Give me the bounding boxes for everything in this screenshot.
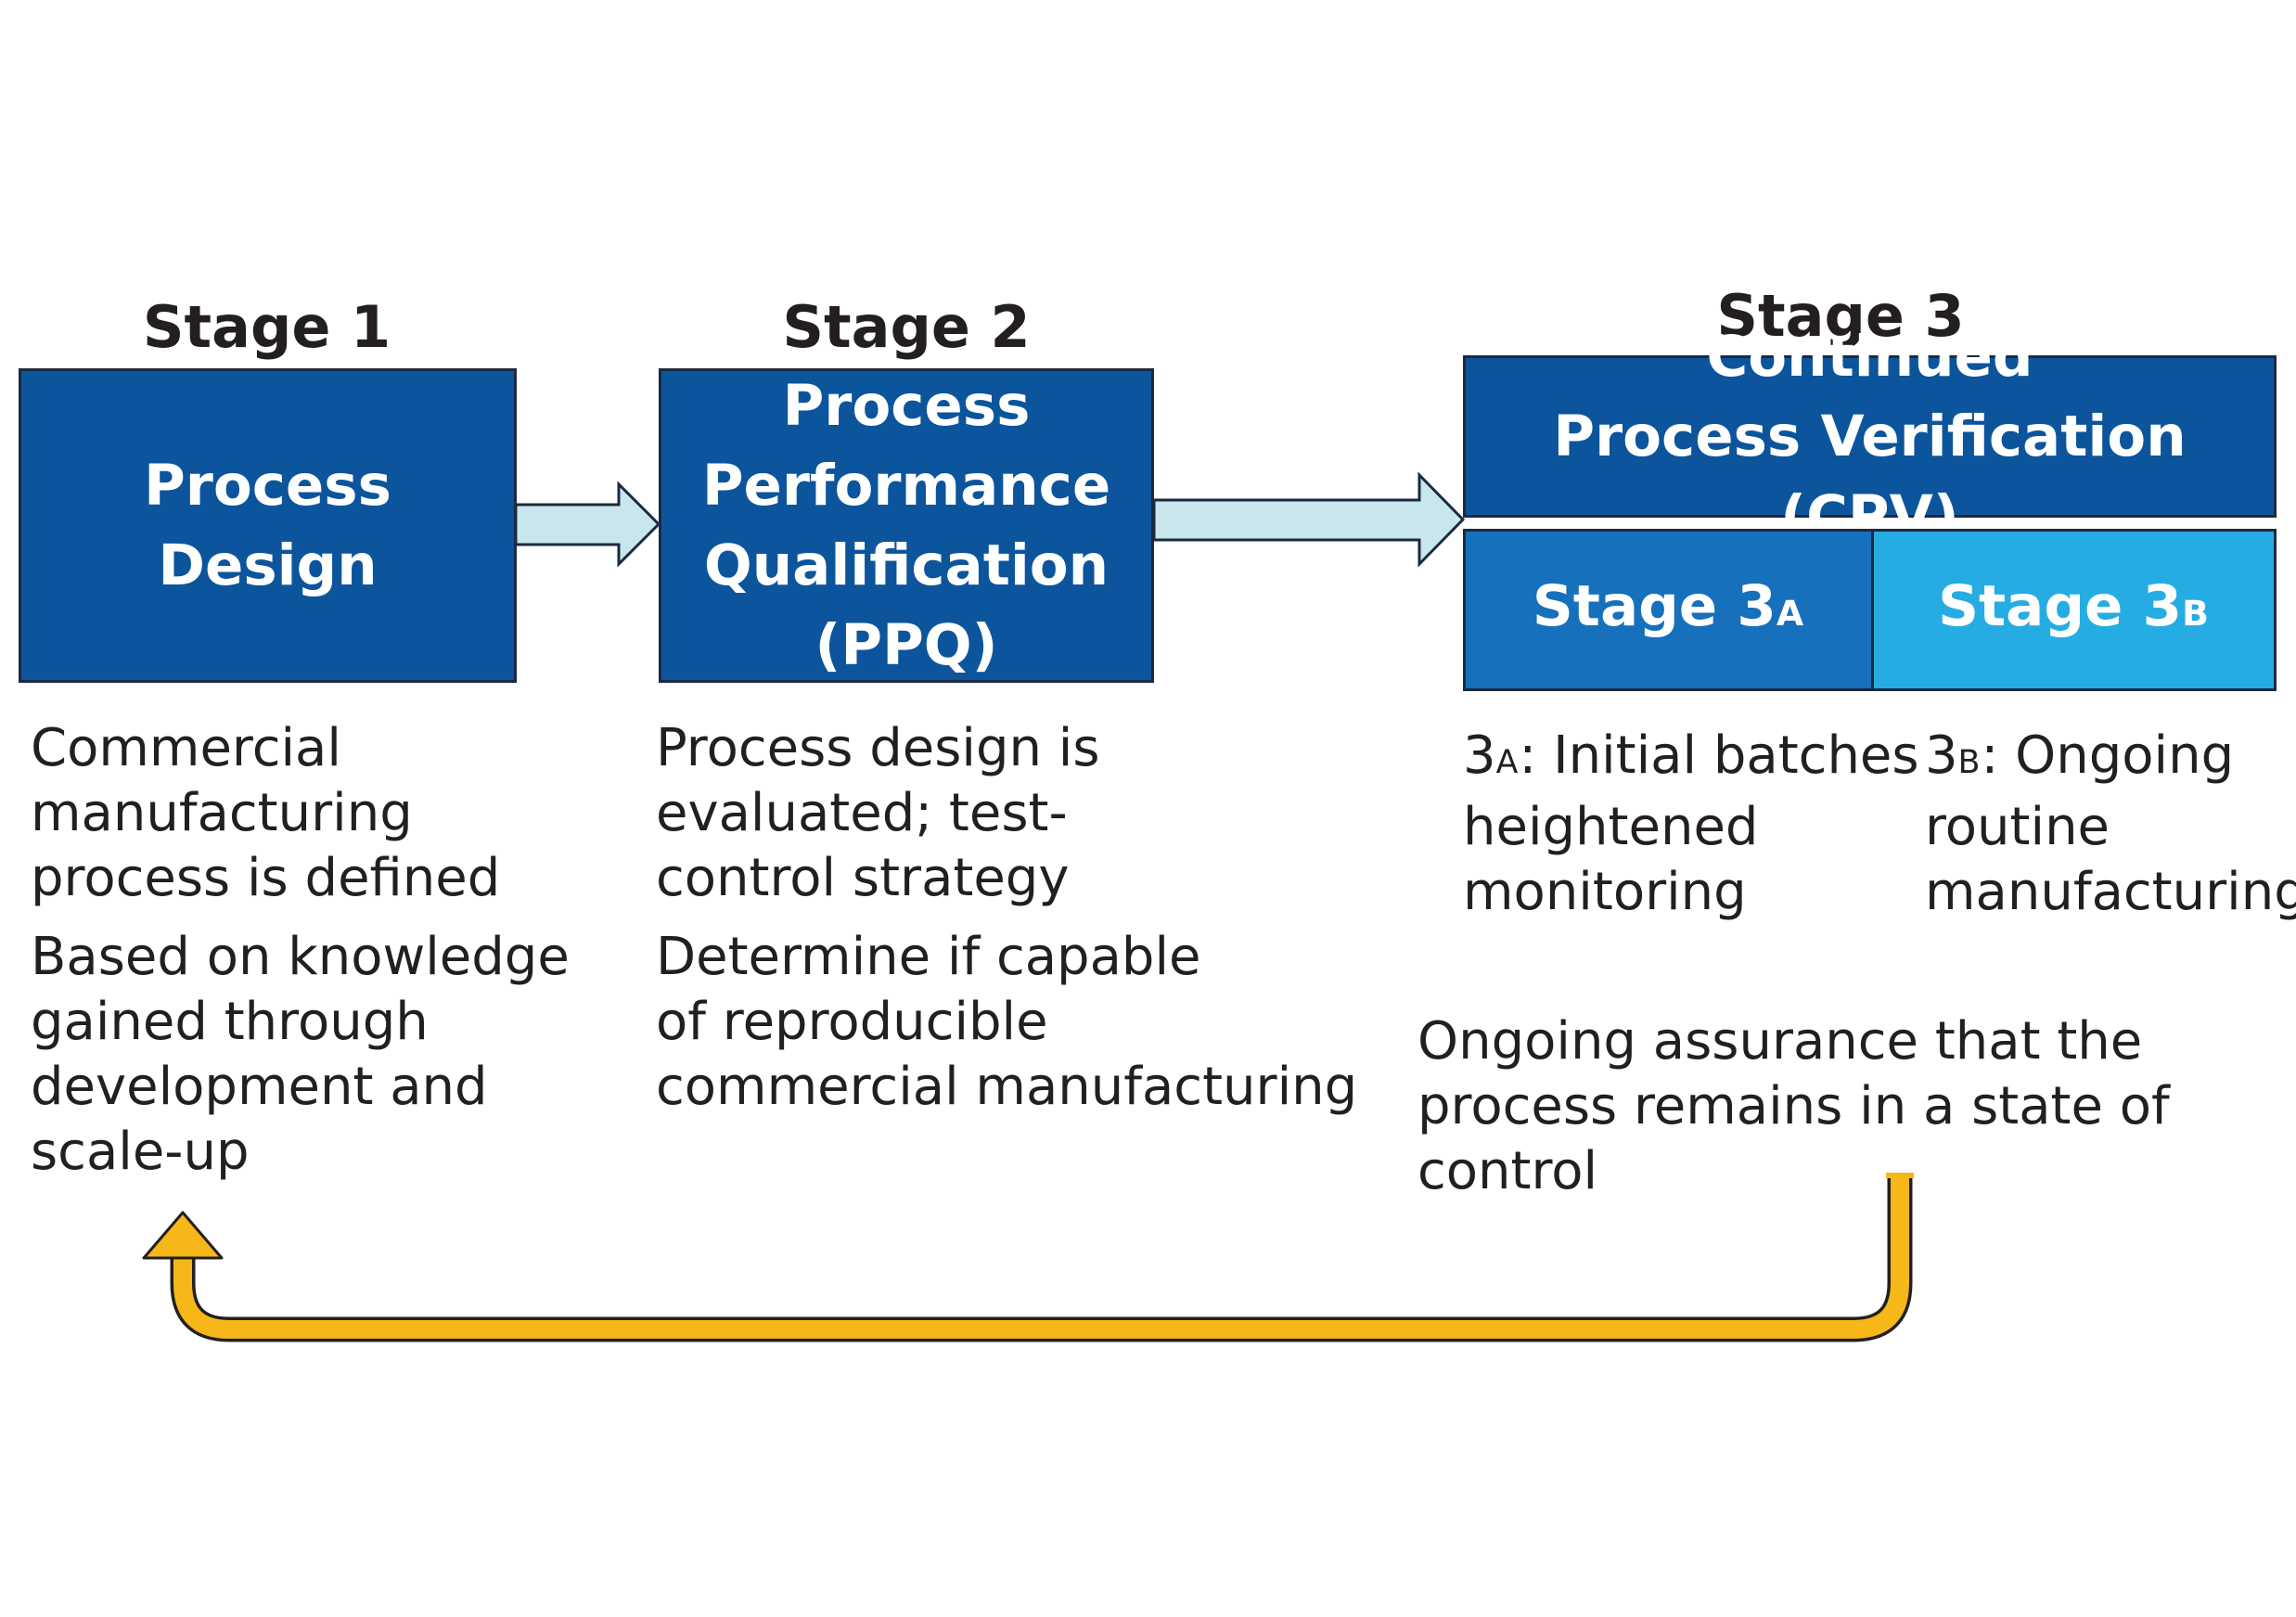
arrow-stage1-to-stage2 <box>514 481 661 568</box>
stage2-description-2: Determine if capable of reproducible com… <box>656 927 1358 1117</box>
stage3b-desc-prefix: 3 <box>1925 725 1958 786</box>
stage3b-description: 3B: Ongoing routine manufacturing <box>1925 724 2296 925</box>
stage1-description-1: Commercial manufacturing process is defi… <box>31 718 501 908</box>
stage3a-desc-rest: : Initial batches heightened monitoring <box>1463 725 1919 922</box>
stage3b-prefix: Stage 3 <box>1938 573 2183 639</box>
stage3-assurance-text: Ongoing assurance that the process remai… <box>1417 1011 2170 1201</box>
stage2-description-1: Process design is evaluated; test- contr… <box>656 718 1100 908</box>
stage3a-prefix: Stage 3 <box>1532 573 1777 639</box>
stage3a-description: 3A: Initial batches heightened monitorin… <box>1463 724 1919 925</box>
stage2-box-text: Process Performance Qualification (PPQ) <box>701 372 1111 678</box>
stage1-box: Process Design <box>19 368 517 683</box>
stage2-title: Stage 2 <box>782 293 1031 361</box>
stage3-box: Continued Process Verification (CPV) <box>1463 324 2277 549</box>
stage3b-letter: B <box>2182 593 2210 634</box>
stage1-title: Stage 1 <box>142 293 391 361</box>
stage3-box-text: Continued Process Verification (CPV) <box>1553 323 2187 549</box>
stage1-box-text: Process Design <box>144 452 391 598</box>
stage3b-box: Stage 3B <box>1871 529 2277 691</box>
stage3b-desc-letter: B <box>1957 744 1982 781</box>
stage3a-desc-prefix: 3 <box>1463 725 1496 786</box>
feedback-arrow <box>142 1173 1914 1342</box>
stage3a-letter: A <box>1776 593 1805 634</box>
stage2-box: Process Performance Qualification (PPQ) <box>659 368 1154 683</box>
stage3b-box-text: Stage 3B <box>1938 567 2210 653</box>
stage3a-box-text: Stage 3A <box>1533 567 1804 653</box>
stage1-description-2: Based on knowledge gained through develo… <box>31 927 570 1182</box>
arrow-stage2-to-stage3 <box>1152 471 1466 568</box>
stage3a-box: Stage 3A <box>1463 529 1874 691</box>
stage3-title: Stage 3 <box>1716 282 1965 350</box>
stage3b-desc-rest: : Ongoing routine manufacturing <box>1925 725 2296 922</box>
stage3a-desc-letter: A <box>1495 744 1520 781</box>
